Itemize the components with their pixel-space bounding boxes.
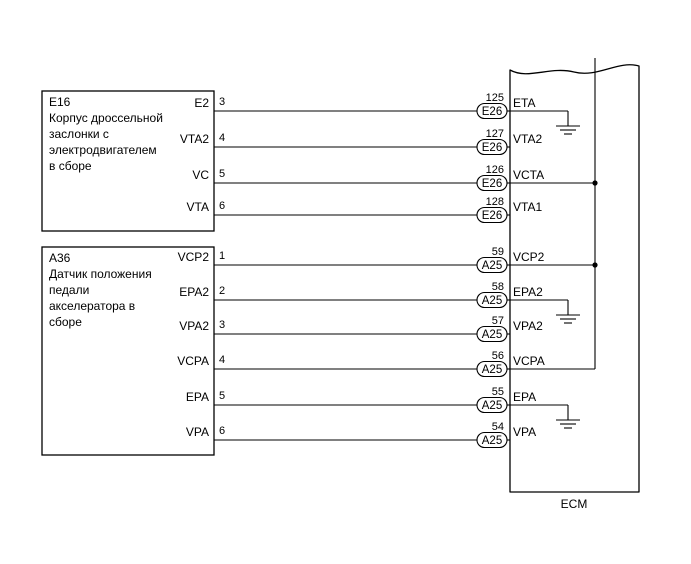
- component-description-line: акселератора в: [49, 299, 135, 313]
- component-description-line: сборе: [49, 315, 82, 329]
- connector-code: A25: [482, 400, 502, 412]
- component-description-line: заслонки с: [49, 127, 109, 141]
- ecm-terminal-label: EPA: [513, 390, 536, 404]
- ecm-pin-number: 58: [492, 281, 504, 293]
- ecm-pin-number: 127: [486, 128, 504, 140]
- left-pin-number: 5: [219, 168, 225, 180]
- left-terminal-label: VCP2: [178, 250, 210, 264]
- ecm-pin-number: 54: [492, 421, 504, 433]
- connector-code: A25: [482, 260, 502, 272]
- ecm-pin-number: 126: [486, 164, 504, 176]
- left-pin-number: 3: [219, 319, 225, 331]
- left-pin-number: 4: [219, 132, 225, 144]
- left-pin-number: 4: [219, 354, 225, 366]
- connector-code: E26: [482, 210, 502, 222]
- component-description-line: электродвигателем: [49, 143, 157, 157]
- component-description-line: педали: [49, 283, 89, 297]
- ecm-terminal-label: VPA2: [513, 319, 543, 333]
- left-pin-number: 3: [219, 96, 225, 108]
- connector-code: E26: [482, 178, 502, 190]
- left-pin-number: 6: [219, 200, 225, 212]
- left-terminal-label: VC: [192, 168, 209, 182]
- left-terminal-label: VPA: [186, 425, 209, 439]
- ecm-pin-number: 56: [492, 350, 504, 362]
- component-description-line: Корпус дроссельной: [49, 111, 163, 125]
- component-id: E16: [49, 95, 71, 109]
- ecm-pin-number: 55: [492, 386, 504, 398]
- left-pin-number: 1: [219, 250, 225, 262]
- component-e16: E16 Корпус дроссельной заслонки с электр…: [41, 90, 215, 232]
- left-terminal-label: EPA: [186, 390, 209, 404]
- ecm-terminal-label: VCTA: [513, 168, 544, 182]
- left-terminal-label: VCPA: [177, 354, 209, 368]
- ecm-terminal-label: EPA2: [513, 285, 543, 299]
- ecm-label: ECM: [561, 497, 588, 511]
- ecm-terminal-label: VCPA: [513, 354, 545, 368]
- ecm-terminal-label: VTA2: [513, 132, 542, 146]
- connector-code: A25: [482, 364, 502, 376]
- left-terminal-label: EPA2: [179, 285, 209, 299]
- ecm-terminal-label: VTA1: [513, 200, 542, 214]
- left-terminal-label: VTA: [187, 200, 209, 214]
- left-terminal-label: VPA2: [179, 319, 209, 333]
- left-pin-number: 5: [219, 390, 225, 402]
- left-pin-number: 6: [219, 425, 225, 437]
- ecm-pin-number: 59: [492, 246, 504, 258]
- ecm-pin-number: 57: [492, 315, 504, 327]
- ecm-pin-number: 125: [486, 92, 504, 104]
- component-a36: A36 Датчик положения педали акселератора…: [41, 246, 215, 456]
- ecm-terminal-label: ETA: [513, 96, 535, 110]
- component-description-line: Датчик положения: [49, 267, 152, 281]
- connector-code: A25: [482, 435, 502, 447]
- left-terminal-label: E2: [194, 96, 209, 110]
- left-terminal-label: VTA2: [180, 132, 209, 146]
- connector-code: E26: [482, 142, 502, 154]
- component-id: A36: [49, 251, 71, 265]
- ecm-terminal-label: VCP2: [513, 250, 545, 264]
- left-pin-number: 2: [219, 285, 225, 297]
- ecm-pin-number: 128: [486, 196, 504, 208]
- connector-code: A25: [482, 329, 502, 341]
- ecm-terminal-label: VPA: [513, 425, 536, 439]
- connector-code: A25: [482, 295, 502, 307]
- component-description-line: в сборе: [49, 159, 92, 173]
- connector-code: E26: [482, 106, 502, 118]
- ecm-box: ECM: [509, 64, 640, 511]
